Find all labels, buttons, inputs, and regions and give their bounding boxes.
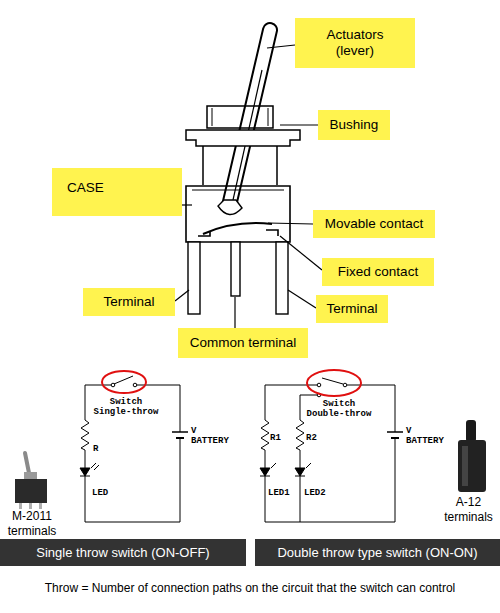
led-symbol	[80, 476, 90, 477]
right-terminal	[276, 242, 288, 314]
callout-text: Common terminal	[190, 335, 297, 351]
part-number: M-2011 terminals	[0, 509, 64, 539]
highlight-ring	[102, 371, 146, 393]
switch-contact	[133, 383, 137, 387]
led-symbol	[295, 468, 305, 476]
photo-pin	[39, 503, 42, 509]
switch-contact	[317, 383, 321, 387]
wire	[265, 385, 395, 522]
bushing-body	[203, 146, 277, 185]
switch-blade	[114, 376, 133, 384]
battery-symbol	[387, 431, 403, 433]
photo-nut	[24, 472, 37, 479]
leader-line	[288, 290, 316, 308]
callout-text: Single throw switch (ON-OFF)	[36, 545, 209, 560]
led-symbol	[295, 476, 305, 477]
schematic-label: Switch Single-throw	[90, 397, 162, 417]
schematic-label: R2	[306, 433, 328, 443]
callout-box: Terminal	[83, 288, 175, 316]
schematic-label: V BATTERY	[191, 426, 235, 446]
common-terminal-pin	[231, 242, 240, 296]
wire	[85, 385, 180, 522]
resistor-symbol	[261, 420, 269, 450]
callout-text: Double throw type switch (ON-ON)	[277, 545, 477, 560]
schematic-label: V BATTERY	[406, 426, 450, 446]
schematic-label: R	[93, 444, 113, 454]
battery-symbol	[172, 431, 188, 433]
switch-contact	[343, 383, 347, 387]
caption: Throw = Number of connection paths on th…	[0, 581, 500, 596]
callout-text: Terminal	[103, 294, 154, 310]
movable-contact	[203, 223, 272, 234]
callout-text: CASE	[67, 180, 104, 196]
schematic-label: LED	[92, 488, 122, 498]
lever-body	[229, 30, 270, 206]
callout-text: Movable contact	[325, 216, 423, 232]
bushing-detail	[212, 108, 268, 126]
photo-pin	[19, 503, 22, 509]
switch-case	[186, 186, 290, 242]
mounting-plate	[186, 130, 300, 146]
part-number: A-12 terminals	[437, 495, 500, 525]
battery-symbol	[391, 437, 399, 439]
callout-text: Bushing	[330, 117, 379, 133]
caption-band: Single throw switch (ON-OFF)	[0, 539, 246, 566]
schematic-label: LED1	[268, 488, 298, 498]
callout-box: Actuators (lever)	[295, 18, 415, 68]
led-symbol	[260, 476, 270, 477]
switch-blade	[322, 378, 343, 384]
highlight-ring	[307, 370, 361, 396]
callout-box: Movable contact	[313, 210, 435, 238]
schematic-label: Switch Double-throw	[303, 399, 375, 419]
leader-line	[175, 290, 189, 301]
resistor-symbol	[81, 420, 89, 450]
left-terminal	[188, 242, 200, 314]
photo-pin	[29, 503, 32, 509]
photo-lever	[466, 420, 476, 442]
callout-box: Bushing	[318, 110, 390, 140]
leader-line	[280, 236, 322, 270]
schematic-label: LED2	[304, 488, 334, 498]
caption-band: Double throw type switch (ON-ON)	[255, 539, 500, 566]
leader-line	[234, 297, 235, 328]
fixed-contact	[198, 230, 278, 236]
case-detail	[192, 190, 284, 191]
led-arrows	[91, 463, 99, 470]
callout-text: Actuators (lever)	[309, 27, 401, 59]
leader-line	[268, 223, 313, 224]
led-arrows	[271, 463, 311, 468]
photo-body	[458, 440, 486, 492]
callout-text: Terminal	[326, 301, 377, 317]
led-symbol	[80, 468, 90, 476]
schematic-label: R1	[270, 433, 292, 443]
photo-detail	[462, 446, 468, 486]
resistor-symbol	[296, 420, 304, 450]
leader-line	[267, 45, 295, 48]
callout-box: CASE	[52, 168, 182, 216]
rotor	[218, 200, 242, 215]
callout-text: Fixed contact	[338, 264, 418, 280]
leader-line	[182, 204, 192, 205]
bushing-thread	[207, 106, 273, 128]
leader-line	[280, 124, 318, 125]
photo-body	[15, 479, 47, 503]
callout-box: Common terminal	[178, 328, 308, 358]
callout-box: Terminal	[316, 295, 388, 323]
battery-symbol	[176, 437, 184, 439]
callout-box: Fixed contact	[322, 258, 434, 286]
lever-outline	[229, 30, 270, 206]
led-symbol	[260, 468, 270, 476]
